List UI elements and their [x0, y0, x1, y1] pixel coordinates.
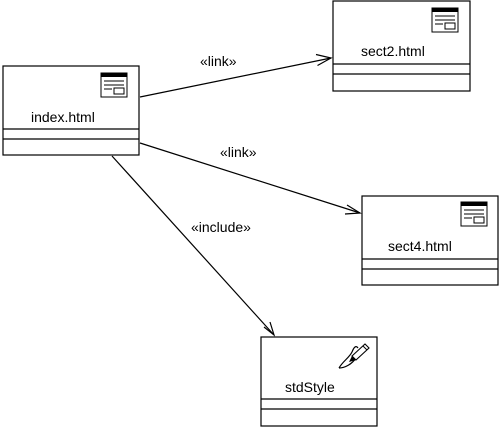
edge-label-link-sect4: «link»	[220, 144, 257, 160]
node-label-sect4: sect4.html	[388, 238, 452, 254]
stylesheet-pen-icon	[338, 343, 370, 369]
webpage-icon	[460, 201, 488, 227]
node-sect2-html[interactable]: sect2.html	[332, 0, 471, 92]
webpage-icon	[431, 7, 459, 33]
node-sect4-html[interactable]: sect4.html	[361, 195, 499, 286]
node-label-sect2: sect2.html	[361, 43, 425, 59]
edge-label-link-sect2: «link»	[200, 53, 237, 69]
webpage-icon	[100, 72, 128, 98]
edge-index-to-stdstyle[interactable]	[111, 155, 276, 337]
node-index-html[interactable]: index.html	[2, 65, 140, 156]
node-label-index: index.html	[31, 109, 95, 125]
node-label-stdstyle: stdStyle	[285, 379, 335, 395]
edge-label-include-stdstyle: «include»	[191, 219, 251, 235]
node-stdstyle[interactable]: stdStyle	[260, 336, 378, 427]
edge-index-to-sect2[interactable]	[139, 53, 333, 98]
edge-index-to-sect4[interactable]	[139, 142, 362, 215]
